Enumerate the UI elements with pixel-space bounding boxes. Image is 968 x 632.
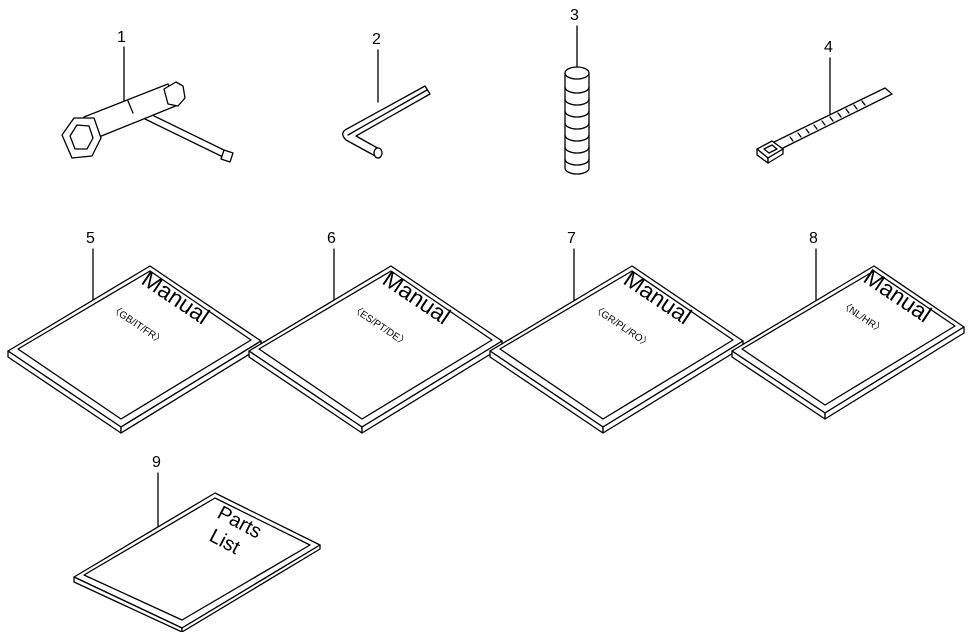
part-7: 7 Manual 〈GR/PL/RO〉 bbox=[489, 230, 744, 434]
callout-number-5: 5 bbox=[86, 230, 95, 247]
part-2: 2 bbox=[342, 31, 431, 159]
hex-key-icon bbox=[342, 85, 431, 159]
manual-booklet-6: Manual 〈ES/PT/DE〉 bbox=[248, 265, 503, 434]
callout-number-7: 7 bbox=[567, 230, 576, 247]
callout-number-9: 9 bbox=[152, 454, 161, 471]
manual-booklet-7: Manual 〈GR/PL/RO〉 bbox=[489, 265, 744, 434]
part-1: 1 bbox=[61, 29, 234, 163]
callout-number-6: 6 bbox=[327, 230, 336, 247]
part-8: 8 Manual 〈NL/HR〉 bbox=[731, 230, 965, 420]
part-9: 9 Parts List bbox=[73, 454, 321, 632]
cylinder-stack-icon bbox=[564, 66, 590, 175]
spark-plug-wrench-icon bbox=[61, 81, 234, 163]
part-3: 3 bbox=[564, 7, 590, 175]
part-4: 4 bbox=[756, 39, 893, 164]
part-6: 6 Manual 〈ES/PT/DE〉 bbox=[248, 230, 503, 434]
callout-number-4: 4 bbox=[824, 39, 833, 56]
part-5: 5 Manual 〈GB/IT/FR〉 bbox=[7, 230, 262, 434]
callout-number-3: 3 bbox=[570, 7, 579, 24]
cable-tie-icon bbox=[756, 87, 893, 164]
manual-booklet-5: Manual 〈GB/IT/FR〉 bbox=[7, 265, 262, 434]
manual-booklet-8: Manual 〈NL/HR〉 bbox=[731, 264, 965, 420]
callout-number-1: 1 bbox=[117, 29, 126, 46]
callout-number-8: 8 bbox=[809, 230, 818, 247]
callout-number-2: 2 bbox=[372, 31, 381, 48]
parts-list-booklet: Parts List bbox=[73, 492, 321, 632]
